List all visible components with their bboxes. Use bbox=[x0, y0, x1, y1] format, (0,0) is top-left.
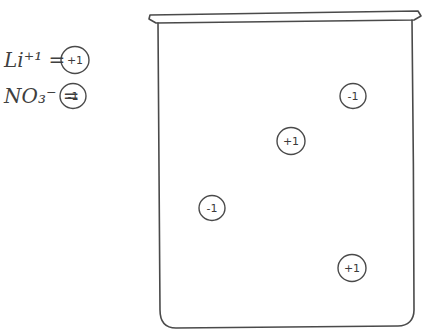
circle-stroke bbox=[277, 128, 305, 155]
ion-formula: Li⁺¹ = bbox=[4, 50, 65, 70]
ion-charge: -1 bbox=[207, 203, 218, 214]
ion-circle: -1 bbox=[198, 194, 226, 222]
ion-charge: +1 bbox=[67, 55, 83, 66]
ion-formula: NO₃⁻ = bbox=[4, 86, 80, 106]
ion-charge: +1 bbox=[283, 136, 299, 147]
ion-charge: -1 bbox=[348, 91, 359, 102]
ion-circle: +1 bbox=[276, 126, 306, 156]
circle-stroke bbox=[338, 255, 366, 282]
ion-circle: +1 bbox=[337, 253, 367, 283]
circle-stroke bbox=[340, 84, 366, 109]
beaker-wall bbox=[158, 20, 414, 328]
beaker-rim bbox=[149, 11, 421, 23]
ion-circle: -1 bbox=[339, 82, 367, 110]
ion-charge: +1 bbox=[344, 263, 360, 274]
circle-stroke bbox=[199, 196, 225, 221]
